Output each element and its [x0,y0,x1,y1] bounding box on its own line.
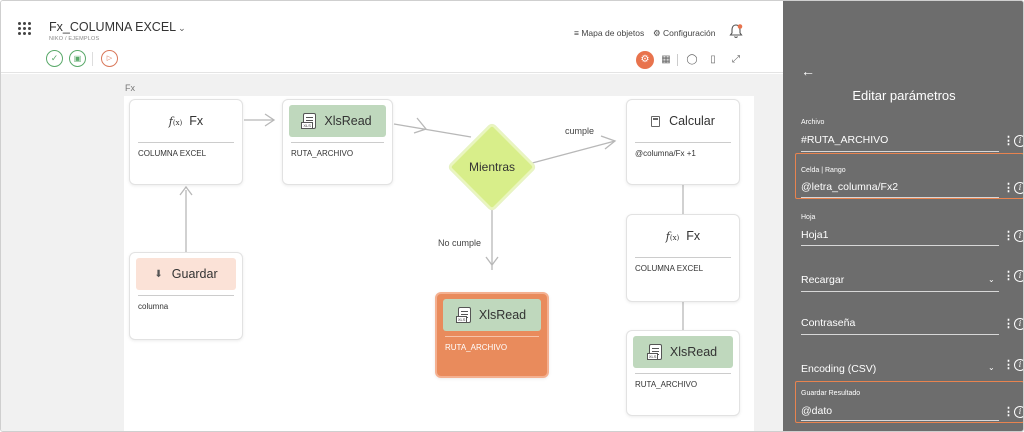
validate-button[interactable]: ✓ [46,50,63,67]
info-icon[interactable]: i [1014,182,1023,194]
gear-icon: ⚙ [653,28,661,38]
more-options-icon[interactable]: ⋮ [1003,270,1014,282]
field-celda-rango[interactable]: Celda | Rango @letra_columna/Fx2 ⋮ i [795,157,1023,199]
node-header: Calcular [633,105,733,137]
node-header: ⬇Guardar [136,258,236,290]
toolbar-divider [677,54,678,66]
field-hoja[interactable]: Hoja Hoja1 ⋮ i [795,207,1023,249]
node-header: XlsRead [443,299,541,331]
back-arrow-icon[interactable]: ← [801,63,815,79]
node-param: @columna/Fx +1 [635,149,696,158]
highlight-frame [795,381,1023,423]
info-icon[interactable]: i [1014,135,1023,147]
configuration-link[interactable]: ⚙ Configuración [653,28,716,38]
node-header: XlsRead [289,105,386,137]
more-options-icon[interactable]: ⋮ [1003,135,1014,147]
connections [179,113,684,330]
run-button[interactable]: ▷ [101,50,118,67]
function-icon: f(x) [665,229,680,243]
info-icon[interactable]: i [1014,230,1023,242]
xls-file-icon [301,113,317,129]
node-param: RUTA_ARCHIVO [445,343,508,352]
node-xlsread-selected[interactable]: XlsRead RUTA_ARCHIVO [435,292,549,378]
object-map-link[interactable]: ≡ Mapa de objetos [574,28,645,38]
info-icon[interactable]: i [1014,270,1023,282]
canvas-label: Fx [125,83,135,93]
more-options-icon[interactable]: ⋮ [1003,230,1014,242]
node-param: RUTA_ARCHIVO [291,149,354,158]
node-calcular[interactable]: Calcular @columna/Fx +1 [626,99,740,185]
save-icon: ▣ [73,54,82,63]
breadcrumb: NIKO / EJEMPLOS [49,36,100,42]
field-archivo[interactable]: Archivo #RUTA_ARCHIVO ⋮ i [795,113,1023,155]
node-param: COLUMNA EXCEL [138,149,207,158]
field-value[interactable]: @dato [801,405,833,417]
field-contrasena[interactable]: Contraseña ⋮ i [795,306,1023,340]
field-value[interactable]: Encoding (CSV) [801,363,877,375]
bell-icon[interactable] [729,23,743,39]
node-header: f(x)Fx [168,114,204,128]
more-options-icon[interactable]: ⋮ [1003,359,1014,371]
node-guardar[interactable]: ⬇Guardar columna [129,252,243,340]
highlight-frame [795,153,1023,199]
info-icon[interactable]: i [1014,359,1023,371]
clipboard-icon[interactable]: ▯ [710,54,716,65]
calculator-icon [651,115,661,127]
flow-view-icon[interactable]: ⚙ [636,51,654,69]
field-encoding[interactable]: Encoding (CSV) ⌄ ⋮ i [795,351,1023,381]
chevron-down-icon[interactable]: ⌄ [988,275,995,284]
node-xlsread[interactable]: XlsRead RUTA_ARCHIVO [282,99,393,185]
field-value[interactable]: Recargar [801,274,845,286]
node-param: RUTA_ARCHIVO [635,380,698,389]
field-value[interactable]: Contraseña [801,317,856,329]
info-icon[interactable]: i [1014,318,1023,330]
xls-file-icon [455,307,471,323]
save-flow-button[interactable]: ▣ [69,50,86,67]
panel-title: Editar parámetros [852,88,956,103]
download-icon: ⬇ [154,268,163,280]
chevron-down-icon[interactable]: ⌄ [178,23,186,33]
more-options-icon[interactable]: ⋮ [1003,318,1014,330]
decision-label: Mientras [468,160,515,174]
flow-title-text: Fx_COLUMNA EXCEL [49,20,177,34]
node-fx[interactable]: f(x)Fx COLUMNA EXCEL [626,214,740,302]
flow-title[interactable]: Fx_COLUMNA EXCEL⌄ [49,20,186,34]
table-view-icon[interactable]: ▦ [661,54,671,65]
toolbar-divider [92,52,93,66]
node-header: XlsRead [633,336,733,368]
field-guardar-resultado[interactable]: Guardar Resultado @dato ⋮ i [795,384,1023,424]
xls-file-icon [646,344,662,360]
node-param: COLUMNA EXCEL [635,264,704,273]
field-value[interactable]: @letra_columna/Fx2 [801,181,899,193]
comment-icon[interactable]: ◯ [686,54,698,65]
flow-canvas[interactable]: Fx [1,74,783,431]
more-options-icon[interactable]: ⋮ [1003,406,1014,418]
edge-label-no-cumple: No cumple [438,238,482,248]
function-icon: f(x) [168,114,183,128]
top-bar: Fx_COLUMNA EXCEL⌄ NIKO / EJEMPLOS ✓ ▣ ▷ … [1,1,783,73]
node-fx[interactable]: f(x)Fx COLUMNA EXCEL [129,99,243,185]
chevron-down-icon[interactable]: ⌄ [988,363,995,372]
apps-grid-icon[interactable] [18,22,32,36]
info-icon[interactable]: i [1014,406,1023,418]
field-value[interactable]: #RUTA_ARCHIVO [801,134,889,146]
more-options-icon[interactable]: ⋮ [1003,182,1014,194]
node-header: f(x)Fx [665,229,701,243]
edge-label-cumple: cumple [565,126,595,136]
field-value[interactable]: Hoja1 [801,229,829,241]
field-recargar[interactable]: Recargar ⌄ ⋮ i [795,263,1023,297]
check-icon: ✓ [50,53,59,63]
list-icon: ≡ [574,28,579,38]
node-xlsread[interactable]: XlsRead RUTA_ARCHIVO [626,330,740,416]
expand-icon[interactable]: ⤢ [732,54,740,65]
play-icon: ▷ [106,55,113,62]
node-param: columna [138,302,169,311]
parameters-panel: ← Editar parámetros Archivo #RUTA_ARCHIV… [783,1,1023,431]
